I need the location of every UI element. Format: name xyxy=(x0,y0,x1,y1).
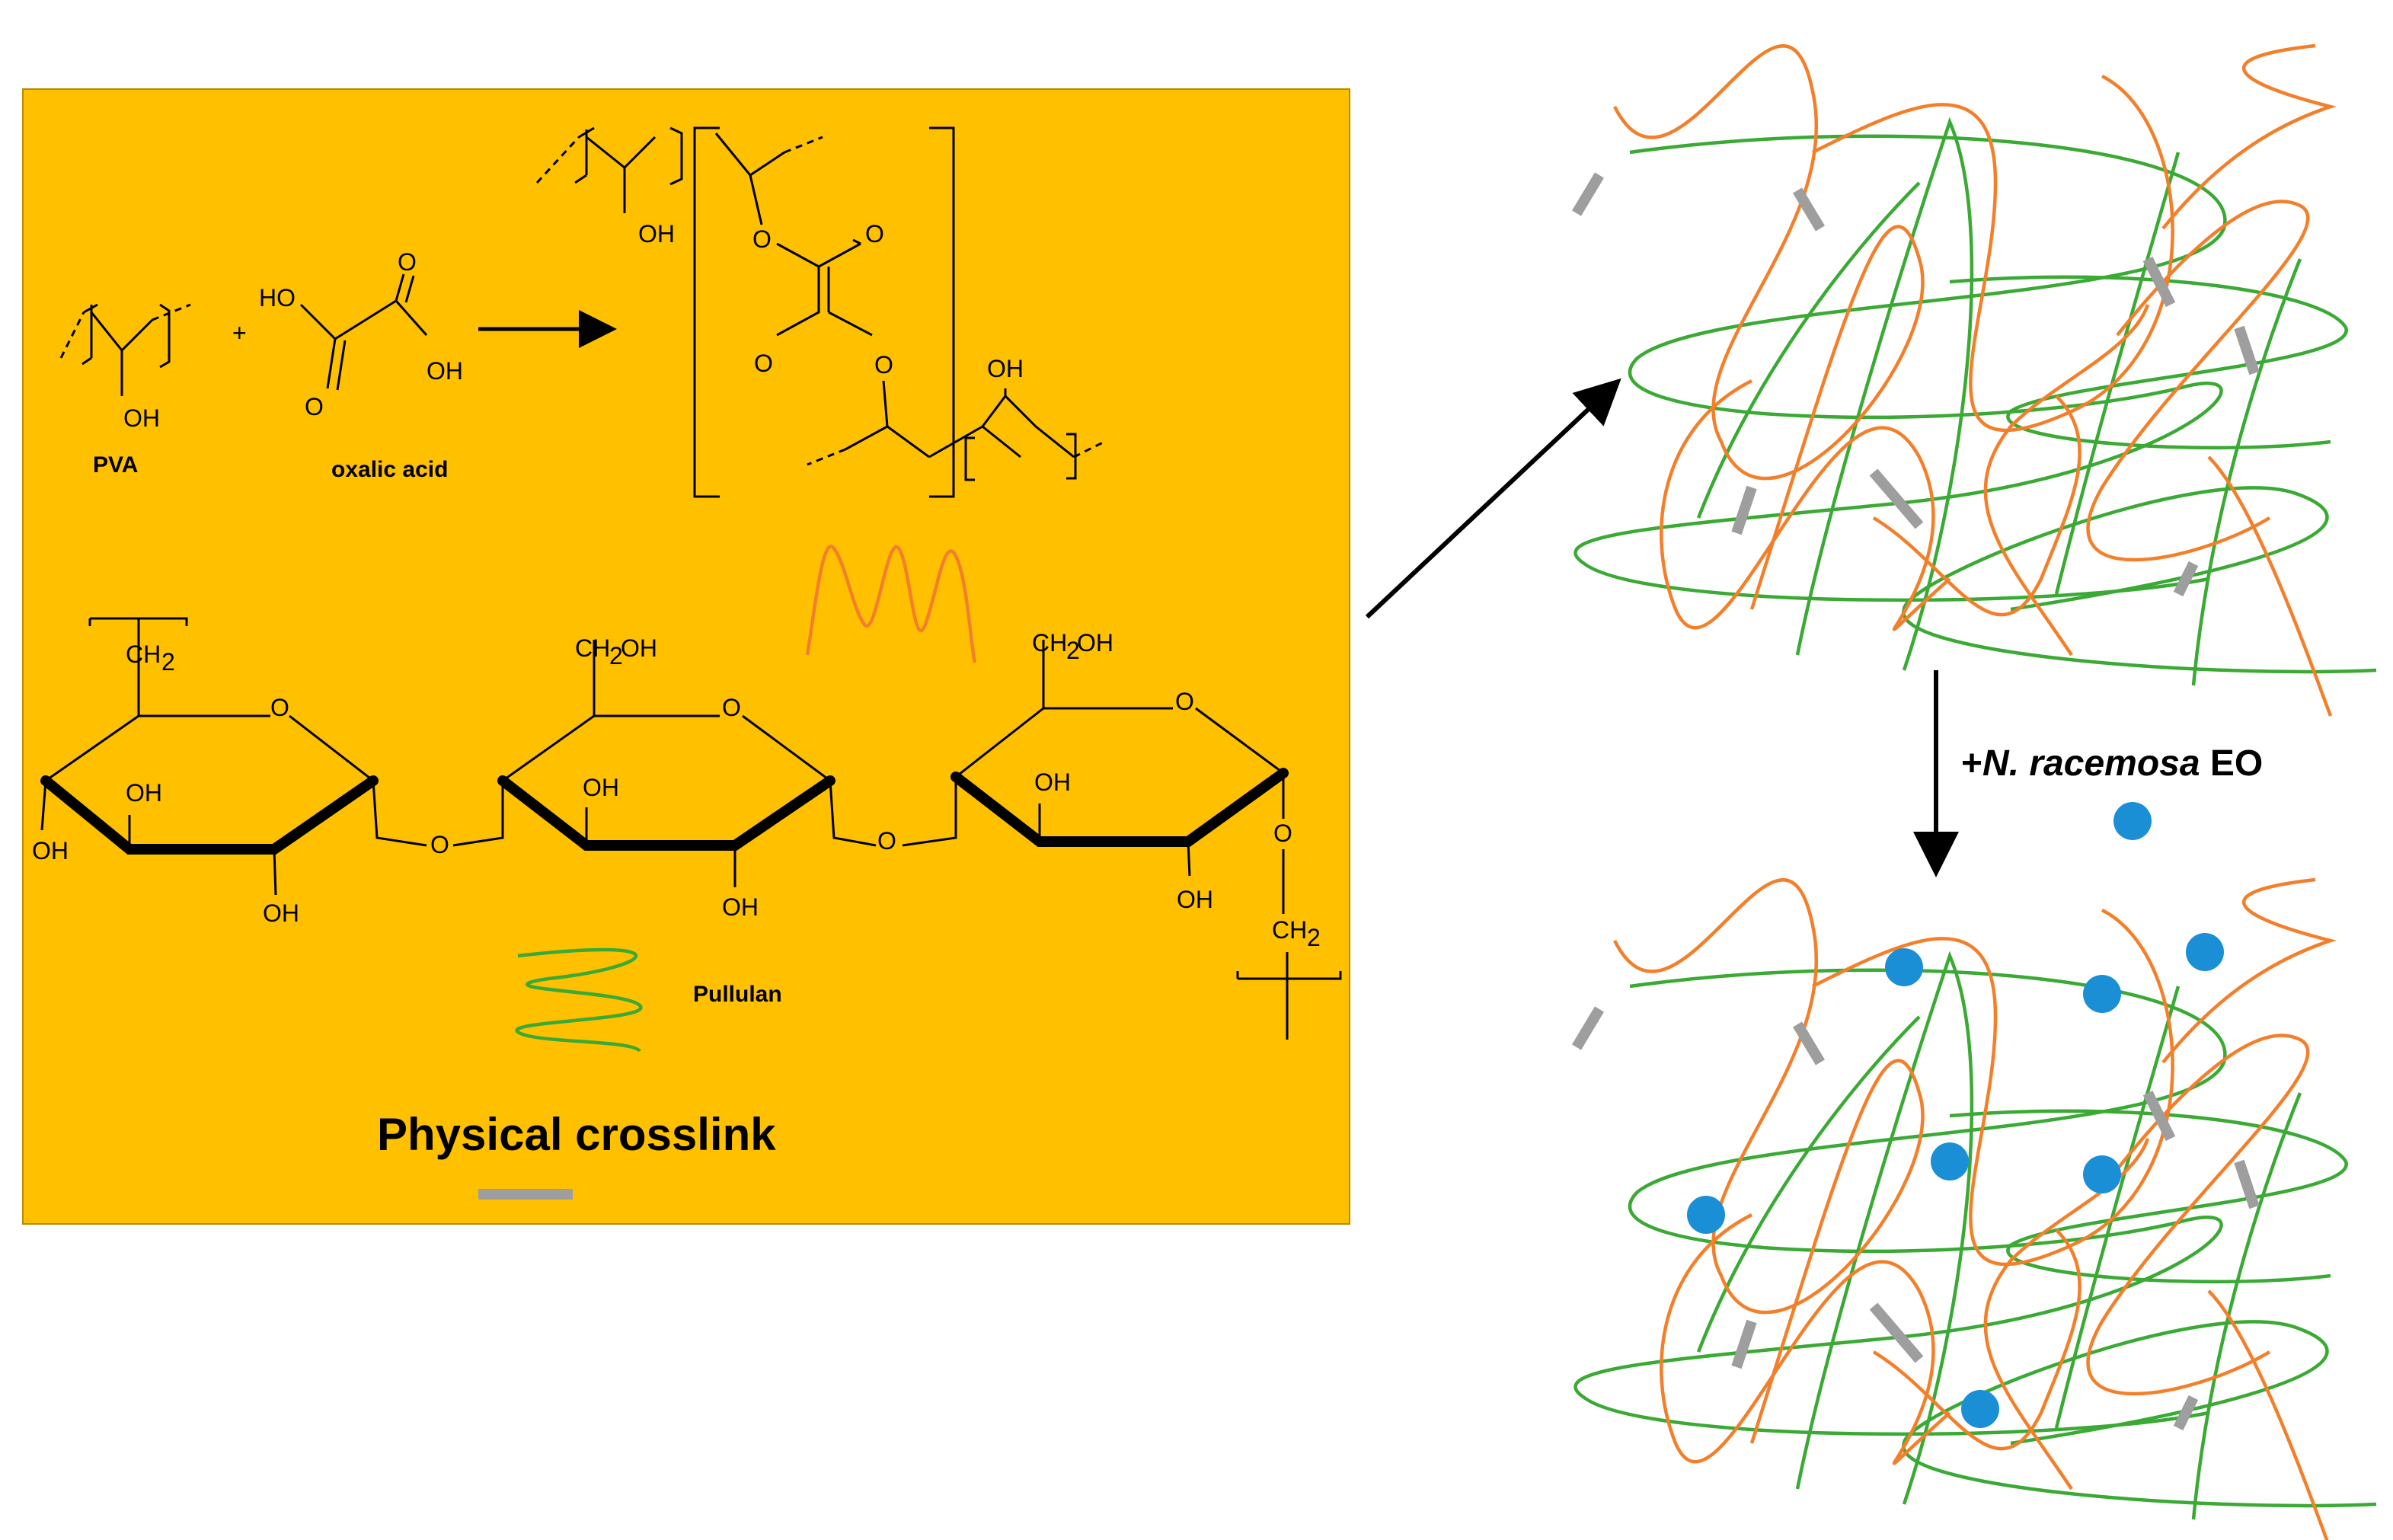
pva-oh-label: OH xyxy=(123,404,160,432)
product-o-label-3: O xyxy=(754,350,773,377)
eo-droplet xyxy=(1961,1390,1999,1428)
product-oh-label-1: OH xyxy=(638,220,675,248)
oxalic-acid-label: oxalic acid xyxy=(331,457,448,482)
eo-droplet xyxy=(2083,1155,2121,1193)
eo-droplet xyxy=(1885,948,1923,986)
pva-label: PVA xyxy=(93,452,138,478)
product-o-label-1: O xyxy=(752,225,772,253)
pullulan-chain-legend-icon xyxy=(515,947,643,1053)
plus-sign: + xyxy=(232,319,247,347)
crosslinked-product-structure: OH O O O O OH xyxy=(535,126,1105,498)
network-with-eo xyxy=(1576,880,2376,1540)
oxalic-oh-label: OH xyxy=(427,357,463,385)
ring1-oh-label-2: OH xyxy=(126,779,162,807)
ring2-ch2oh-label: CH xyxy=(575,634,610,662)
product-oh-label-2: OH xyxy=(987,355,1024,382)
product-o-label-2: O xyxy=(865,220,884,248)
ring1-o-label: O xyxy=(270,694,289,721)
ring3-oh-label-2: OH xyxy=(1177,886,1213,913)
scheme-panel xyxy=(22,88,1350,1225)
pullulan-ch2-sub-1: 2 xyxy=(161,648,175,676)
ring3-oh-label-1: OH xyxy=(1034,768,1071,796)
eo-droplet xyxy=(2083,975,2121,1013)
pva-monomer-structure: OH xyxy=(59,303,191,432)
formation-arrow xyxy=(1365,378,1621,619)
ring3-o-label: O xyxy=(1175,688,1194,715)
pullulan-label: Pullulan xyxy=(693,982,782,1007)
ring2-ch2oh-oh: OH xyxy=(621,634,657,662)
ring2-oh-label-2: OH xyxy=(722,893,759,921)
ring1-oh-label-3: OH xyxy=(263,899,299,927)
oxalic-ho-label: HO xyxy=(259,284,296,312)
pullulan-structure: CH 2 O OH OH OH O CH 2 OH O OH OH O CH 2 xyxy=(32,617,1342,1040)
physical-crosslink-label: Physical crosslink xyxy=(377,1109,776,1160)
glyco-o-label-2: O xyxy=(877,827,896,855)
pullulan-ch2-label-1: CH xyxy=(126,641,161,668)
eo-droplet-legend-icon xyxy=(2113,802,2152,840)
oxalic-o-label-2: O xyxy=(398,248,417,276)
product-o-label-4: O xyxy=(874,351,893,379)
ring1-oh-label-1: OH xyxy=(32,837,69,864)
eo-droplet xyxy=(1687,1196,1725,1234)
eo-droplet xyxy=(2186,933,2224,971)
ring3-ch2oh-oh: OH xyxy=(1077,629,1113,657)
oxalic-o-label-1: O xyxy=(305,393,324,420)
pva-chain-legend-icon xyxy=(805,545,977,663)
eo-droplet xyxy=(1931,1142,1969,1181)
ring2-ch2oh-sub: 2 xyxy=(609,642,623,669)
ring2-o-label: O xyxy=(722,694,741,721)
ring3-ch2oh-label: CH xyxy=(1032,629,1067,657)
glyco-o-label-1: O xyxy=(430,831,449,858)
oxalic-acid-structure: HO O O OH xyxy=(259,248,463,420)
network-without-eo xyxy=(1576,46,2376,716)
glyco-o-label-3: O xyxy=(1273,820,1292,847)
pullulan-ch2-label-2: CH xyxy=(1272,916,1307,944)
eo-addition-label: +N. racemosa EO xyxy=(1961,743,2263,784)
ring2-oh-label-1: OH xyxy=(583,774,619,801)
ring3-ch2oh-sub: 2 xyxy=(1066,637,1080,664)
pullulan-ch2-sub-2: 2 xyxy=(1307,924,1321,951)
